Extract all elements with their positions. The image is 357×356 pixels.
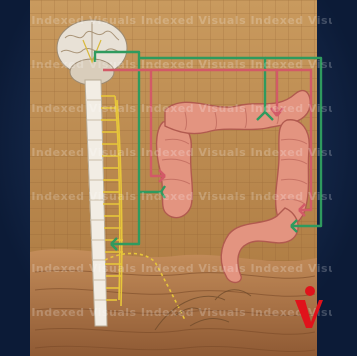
indexed-visuals-logo [291,282,325,330]
colon-nervous-system-diagram [15,0,332,356]
sand-dunes [30,249,317,356]
medical-illustration: Indexed Visuals Indexed Visuals Indexed … [15,0,332,356]
